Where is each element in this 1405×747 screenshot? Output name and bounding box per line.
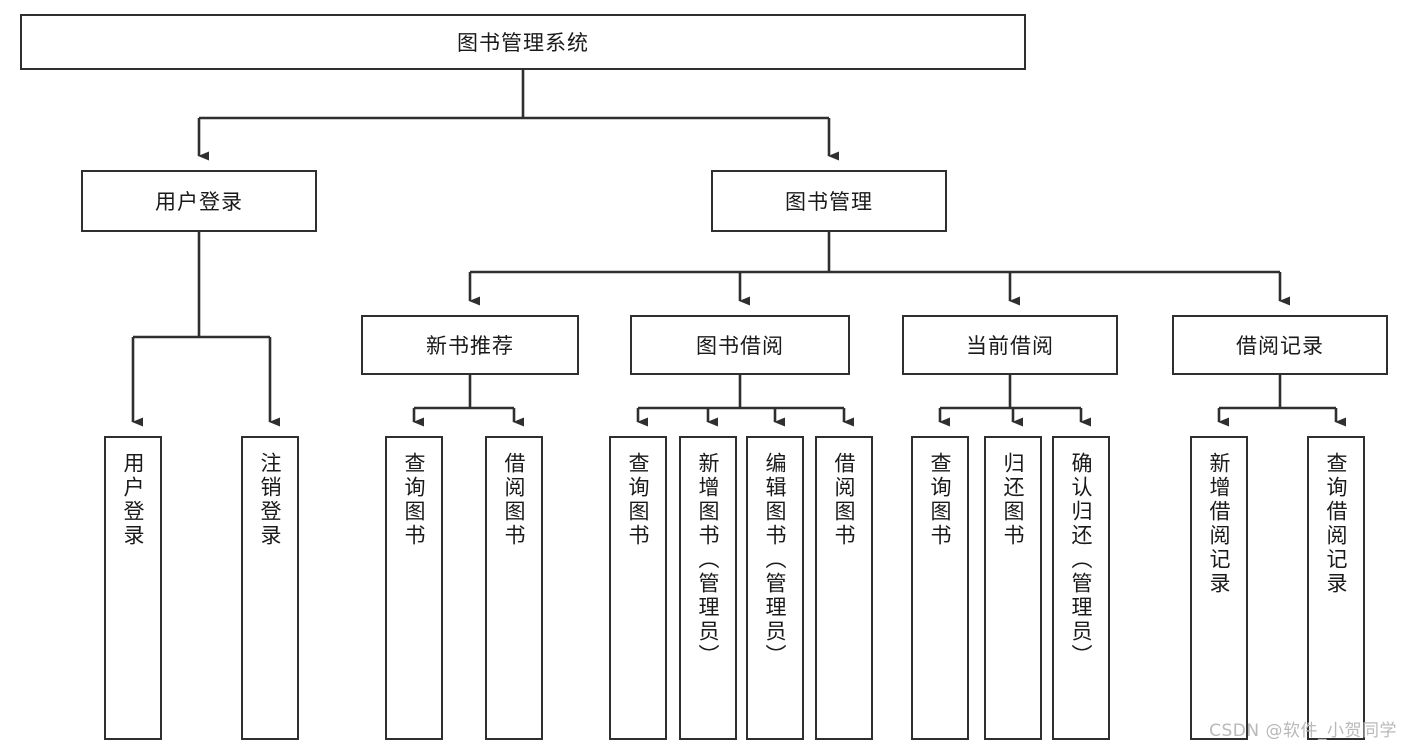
leaf-confirm-return-admin[interactable]: 确认归还（管理员） — [1052, 436, 1110, 740]
leaf-user-login-label: 用户登录 — [121, 452, 146, 548]
node-root[interactable]: 图书管理系统 — [20, 14, 1026, 70]
node-borrow-records[interactable]: 借阅记录 — [1172, 315, 1388, 375]
leaf-query-book-current-label: 查询图书 — [928, 452, 953, 548]
leaf-add-book-admin-label: 新增图书（管理员） — [696, 452, 721, 668]
leaf-edit-book-admin[interactable]: 编辑图书（管理员） — [746, 436, 804, 740]
leaf-return-book[interactable]: 归还图书 — [984, 436, 1042, 740]
leaf-borrow-book-label: 借阅图书 — [832, 452, 857, 548]
node-root-label: 图书管理系统 — [457, 31, 589, 55]
leaf-add-book-admin[interactable]: 新增图书（管理员） — [679, 436, 737, 740]
leaf-edit-book-admin-label: 编辑图书（管理员） — [763, 452, 788, 668]
leaf-borrow-book[interactable]: 借阅图书 — [815, 436, 873, 740]
node-user-login[interactable]: 用户登录 — [81, 170, 317, 232]
leaf-confirm-return-admin-label: 确认归还（管理员） — [1069, 452, 1094, 668]
node-current-borrow[interactable]: 当前借阅 — [902, 315, 1118, 375]
leaf-query-book-borrow-label: 查询图书 — [626, 452, 651, 548]
node-book-management-label: 图书管理 — [785, 190, 873, 214]
leaf-borrow-book-recommend[interactable]: 借阅图书 — [485, 436, 543, 740]
leaf-logout-label: 注销登录 — [258, 452, 283, 548]
watermark: CSDN @软件_小贺同学 — [1209, 721, 1397, 741]
leaf-return-book-label: 归还图书 — [1001, 452, 1026, 548]
node-book-borrow-label: 图书借阅 — [696, 334, 784, 358]
leaf-query-book-recommend[interactable]: 查询图书 — [385, 436, 443, 740]
leaf-borrow-book-recommend-label: 借阅图书 — [502, 452, 527, 548]
leaf-query-book-current[interactable]: 查询图书 — [911, 436, 969, 740]
node-borrow-records-label: 借阅记录 — [1236, 334, 1324, 358]
node-book-management[interactable]: 图书管理 — [711, 170, 947, 232]
node-new-book-recommend[interactable]: 新书推荐 — [361, 315, 579, 375]
leaf-query-book-borrow[interactable]: 查询图书 — [609, 436, 667, 740]
leaf-logout[interactable]: 注销登录 — [241, 436, 299, 740]
node-current-borrow-label: 当前借阅 — [966, 334, 1054, 358]
leaf-query-book-recommend-label: 查询图书 — [402, 452, 427, 548]
leaf-query-borrow-record[interactable]: 查询借阅记录 — [1307, 436, 1365, 740]
node-book-borrow[interactable]: 图书借阅 — [630, 315, 850, 375]
leaf-add-borrow-record[interactable]: 新增借阅记录 — [1190, 436, 1248, 740]
leaf-user-login[interactable]: 用户登录 — [104, 436, 162, 740]
node-new-book-recommend-label: 新书推荐 — [426, 334, 514, 358]
leaf-add-borrow-record-label: 新增借阅记录 — [1207, 452, 1232, 596]
leaf-query-borrow-record-label: 查询借阅记录 — [1324, 452, 1349, 596]
node-user-login-label: 用户登录 — [155, 190, 243, 214]
